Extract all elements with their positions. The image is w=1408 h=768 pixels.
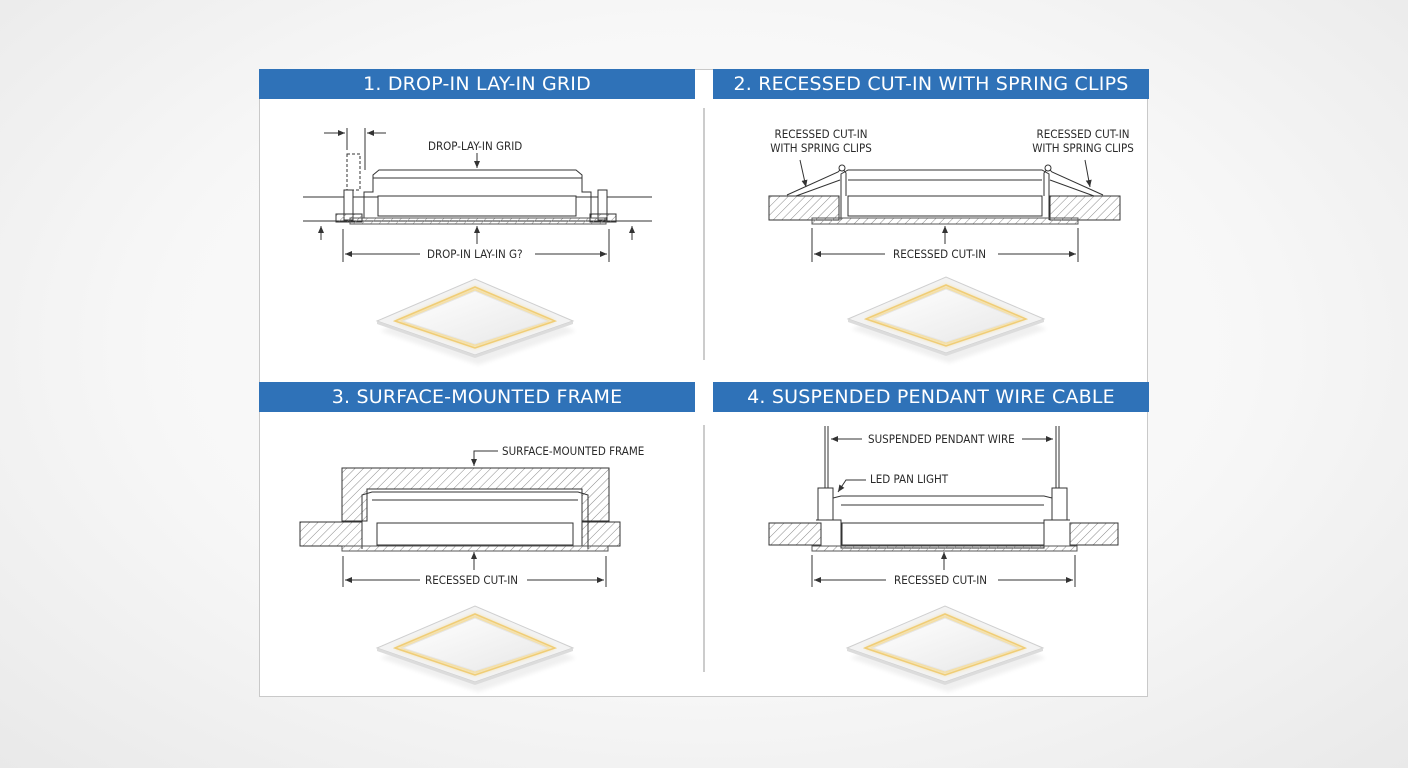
label-drop-lay-in-grid: DROP-LAY-IN GRID — [428, 139, 523, 153]
panel-4-title: 4. SUSPENDED PENDANT WIRE CABLE — [713, 382, 1149, 412]
label-suspended-pendant-wire: SUSPENDED PENDANT WIRE — [865, 432, 1018, 446]
panel-2-drawing — [768, 159, 1121, 262]
label-surface-mounted-frame: SURFACE-MOUNTED FRAME — [502, 444, 645, 458]
panel-4-drawing — [768, 426, 1119, 587]
label-led-pan-light: LED PAN LIGHT — [870, 472, 949, 486]
label-drop-in-lay-in-dimension: DROP-IN LAY-IN G? — [424, 247, 526, 261]
label-recessed-cut-in-3: RECESSED CUT-IN — [422, 573, 521, 587]
panel-1-drawing — [303, 128, 652, 262]
label-spring-clips-right: RECESSED CUT-IN WITH SPRING CLIPS — [1032, 127, 1134, 155]
label-spring-clips-left: RECESSED CUT-IN WITH SPRING CLIPS — [770, 127, 872, 155]
panel-4-led-panel — [847, 606, 1046, 692]
panel-2-title: 2. RECESSED CUT-IN WITH SPRING CLIPS — [713, 69, 1149, 99]
panel-1-led-panel — [377, 279, 576, 365]
panel-3-led-panel — [377, 606, 576, 692]
label-recessed-cut-in-2: RECESSED CUT-IN — [890, 247, 989, 261]
panel-1-title: 1. DROP-IN LAY-IN GRID — [259, 69, 695, 99]
panel-2-led-panel — [848, 277, 1047, 363]
panel-3-title: 3. SURFACE-MOUNTED FRAME — [259, 382, 695, 412]
label-recessed-cut-in-4: RECESSED CUT-IN — [891, 573, 990, 587]
panel-3-drawing — [299, 450, 621, 587]
